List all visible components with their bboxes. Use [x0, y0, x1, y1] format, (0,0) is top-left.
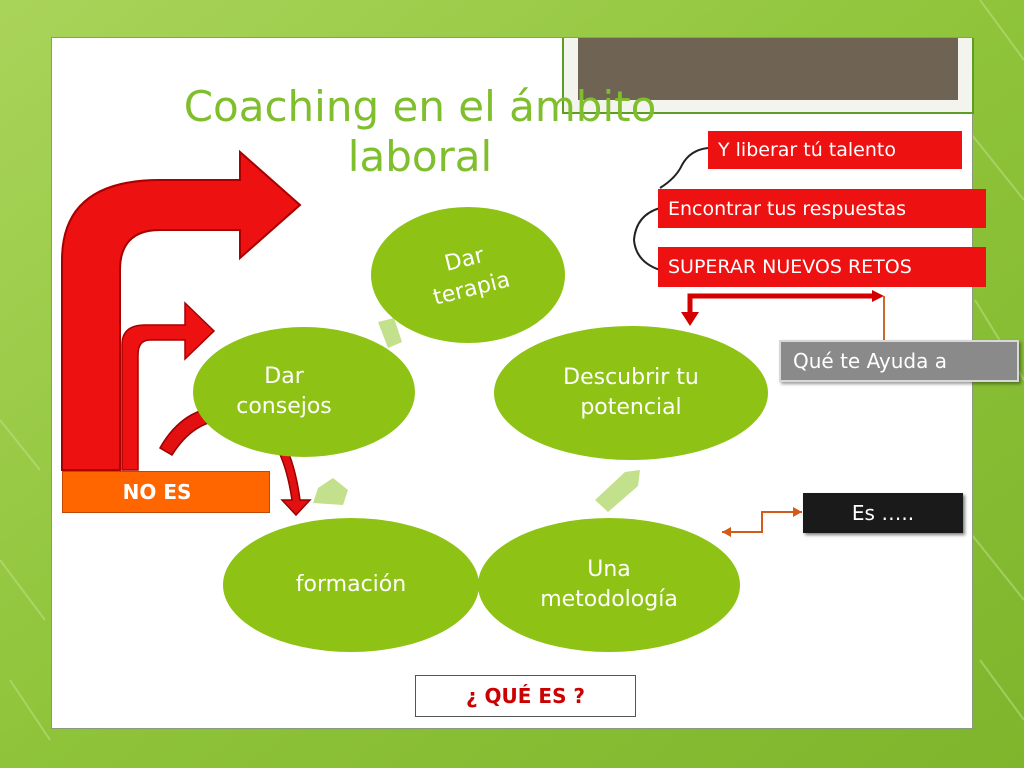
node-formacion: formación	[223, 518, 479, 652]
label-superar: SUPERAR NUEVOS RETOS	[658, 247, 986, 287]
cycle-arrow-3	[313, 478, 348, 505]
label-y-liberar: Y liberar tú talento	[708, 131, 962, 169]
orange-elbow-connector	[722, 511, 802, 533]
orange-arrowhead-right	[793, 507, 802, 517]
red-arrowhead-down	[681, 312, 699, 326]
node-metodologia-label: Una metodología	[540, 557, 678, 612]
red-arrowhead-right	[872, 290, 884, 302]
label-es: Es …..	[803, 493, 963, 533]
photo-placeholder	[578, 38, 958, 100]
label-no-es: NO ES	[62, 471, 270, 513]
node-dar-terapia: Dar terapia	[371, 207, 565, 343]
node-una-metodologia: Una metodología	[478, 518, 740, 652]
cycle-arrow-2	[595, 470, 640, 512]
node-dar-consejos: Dar consejos	[193, 327, 415, 457]
photo-frame	[562, 38, 974, 114]
slide-title: Coaching en el ámbito laboral	[183, 82, 657, 181]
cycle-arrow-1	[378, 318, 402, 348]
node-descubrir-label: Descubrir tu potencial	[563, 365, 699, 420]
node-formacion-label: formación	[295, 572, 407, 597]
label-que-es: ¿ QUÉ ES ?	[415, 675, 636, 717]
big-red-bent-arrow	[61, 149, 302, 471]
small-red-bent-arrow	[121, 301, 216, 471]
red-elbow-connector	[687, 293, 878, 320]
node-descubrir-tu-potencial: Descubrir tu potencial	[494, 326, 768, 460]
label-encontrar: Encontrar tus respuestas	[658, 189, 986, 228]
orange-arrowhead-left	[722, 527, 731, 537]
node-dar-terapia-label: Dar terapia	[430, 243, 513, 311]
bracket-2	[632, 207, 661, 271]
node-dar-consejos-label: Dar consejos	[236, 364, 332, 419]
label-que-te-ayuda: Qué te Ayuda a	[779, 340, 1019, 382]
bracket-1	[659, 147, 709, 189]
